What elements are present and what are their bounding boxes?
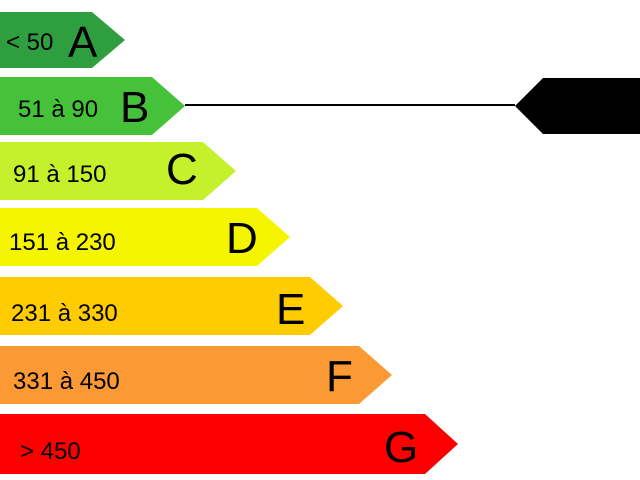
rating-range-label: 91 à 150 xyxy=(13,161,107,188)
rating-letter: C xyxy=(166,145,198,194)
rating-letter: E xyxy=(276,285,306,334)
rating-letter: B xyxy=(120,83,150,132)
rating-bar-g: > 450 G xyxy=(0,414,458,474)
rating-range-label: 331 à 450 xyxy=(13,368,120,395)
rating-letter: F xyxy=(326,352,353,401)
rating-bar-e: 231 à 330 E xyxy=(0,277,343,335)
rating-range-label: 231 à 330 xyxy=(11,300,118,327)
rating-indicator-arrow xyxy=(515,78,640,134)
rating-range-label: 51 à 90 xyxy=(18,96,99,123)
rating-letter: A xyxy=(68,18,98,67)
rating-bar-d: 151 à 230 D xyxy=(0,208,290,266)
rating-bar-b: 51 à 90 B xyxy=(0,77,185,135)
rating-letter: D xyxy=(226,214,258,263)
rating-bar-a: < 50 A xyxy=(0,12,125,68)
rating-bar-f: 331 à 450 F xyxy=(0,346,392,404)
rating-letter: G xyxy=(384,423,419,472)
rating-range-label: < 50 xyxy=(6,29,54,56)
rating-range-label: 151 à 230 xyxy=(9,229,116,256)
indicator-line xyxy=(185,104,515,106)
rating-bar-c: 91 à 150 C xyxy=(0,142,236,200)
rating-range-label: > 450 xyxy=(20,438,81,465)
